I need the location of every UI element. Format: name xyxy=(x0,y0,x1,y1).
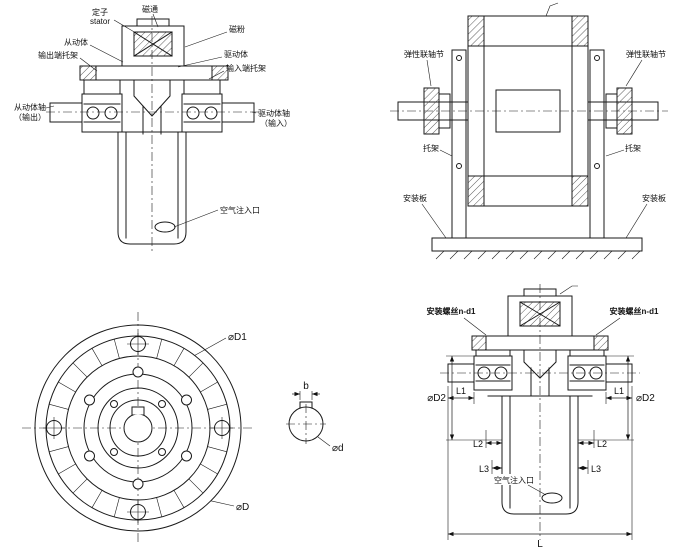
label-mount-screw-left: 安装螺丝n-d1 xyxy=(427,306,476,316)
label-driven-shaft-note: （输出） xyxy=(14,112,46,122)
label-l2-left: L2 xyxy=(473,439,483,449)
mounting-holes xyxy=(43,333,233,523)
rotor-funnel xyxy=(523,349,557,379)
label-driven-shaft: 从动体轴 xyxy=(14,102,46,112)
power-cable xyxy=(559,285,578,295)
label-coupling-right: 弹性联轴节 xyxy=(626,49,666,59)
key-slot xyxy=(299,401,313,409)
right-coupling xyxy=(616,87,633,135)
air-inlet-port xyxy=(541,492,563,504)
power-cable xyxy=(545,2,559,17)
drum-body xyxy=(501,395,579,515)
label-l-total: L xyxy=(537,539,543,550)
label-magnetic-powder: 磁粉 xyxy=(229,24,245,34)
left-coupling xyxy=(423,87,440,135)
label-l1-left: L1 xyxy=(456,386,466,396)
label-drive-shaft: 驱动体轴 xyxy=(258,108,290,118)
label-dia-d1: ⌀D1 xyxy=(228,332,247,343)
bolt-circles xyxy=(84,366,192,490)
label-l1-right: L1 xyxy=(614,386,624,396)
left-support-bracket xyxy=(451,49,467,239)
label-driven-body: 从动体 xyxy=(64,37,88,47)
label-flux: 磁通 xyxy=(142,4,158,14)
label-mounting-plate-right: 安装板 xyxy=(642,193,666,203)
right-bearing xyxy=(567,355,607,391)
rotor-funnel xyxy=(133,79,171,117)
air-inlet-port xyxy=(154,221,176,233)
label-bracket-right: 托架 xyxy=(625,143,641,153)
label-dia-d2-right: ⌀D2 xyxy=(636,393,655,404)
label-output-bracket: 输出端托架 xyxy=(38,50,78,60)
front-view: ⌀D1 ⌀D xyxy=(22,312,254,544)
label-stator-cn: 定子 xyxy=(92,7,108,17)
outer-diameter-circle xyxy=(34,324,242,532)
label-stator-en: stator xyxy=(90,17,110,26)
left-bearing xyxy=(81,93,123,133)
ground-hatch xyxy=(435,250,641,260)
label-air-inlet: 空气注入口 xyxy=(220,205,260,215)
label-l3-left: L3 xyxy=(479,464,489,474)
label-dia-d: ⌀D xyxy=(236,502,249,513)
right-shaft-stub xyxy=(605,363,633,383)
right-support-bracket xyxy=(589,49,605,239)
label-dia-d2-left: ⌀D2 xyxy=(427,393,446,404)
left-shaft-stub xyxy=(447,363,475,383)
label-input-bracket: 输入端托架 xyxy=(226,63,266,73)
label-drive-body: 驱动体 xyxy=(224,49,248,59)
assembly-view: 弹性联轴节 弹性联轴节 托架 托架 安装板 安装板 xyxy=(390,2,668,260)
label-dia-d-small: ⌀d xyxy=(332,443,344,454)
section-view: 定子 stator 磁通 磁粉 从动体 输出端托架 驱动体 输入端托架 从动体轴… xyxy=(14,4,292,252)
dimension-view: 安装螺丝n-d1 安装螺丝n-d1 ⌀D2 ⌀D2 L1 L1 L2 L2 L3… xyxy=(427,284,659,550)
hub-circle xyxy=(109,399,167,457)
label-mounting-plate-left: 安装板 xyxy=(403,193,427,203)
label-coupling-left: 弹性联轴节 xyxy=(404,49,444,59)
keyway-detail: b ⌀d xyxy=(286,381,344,454)
input-shaft xyxy=(221,102,255,123)
label-drive-shaft-note: （输入） xyxy=(260,118,292,128)
label-mount-screw-right: 安装螺丝n-d1 xyxy=(610,306,659,316)
label-key-width-b: b xyxy=(303,381,309,392)
label-bracket-left: 托架 xyxy=(423,143,439,153)
label-air-inlet: 空气注入口 xyxy=(494,475,534,485)
label-l2-right: L2 xyxy=(597,439,607,449)
cooling-fins xyxy=(49,339,227,517)
centerlines xyxy=(440,284,640,540)
keyway xyxy=(131,406,145,416)
shaft-section xyxy=(288,406,324,442)
output-shaft xyxy=(49,102,83,123)
base-plate xyxy=(431,237,643,252)
drum-body xyxy=(117,131,187,245)
right-bearing xyxy=(181,93,223,133)
flange-plate xyxy=(79,65,229,81)
bore xyxy=(123,413,153,443)
hub xyxy=(495,89,561,133)
label-l3-right: L3 xyxy=(591,464,601,474)
